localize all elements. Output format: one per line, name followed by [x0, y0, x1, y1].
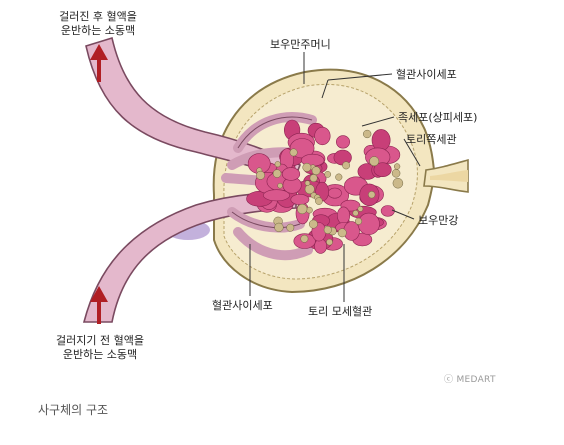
- capillary-blob: [262, 189, 290, 202]
- bowman-capsule-label: 보우만주머니: [270, 38, 331, 51]
- podocyte-cell: [297, 203, 308, 215]
- capillary-blob: [371, 129, 391, 152]
- podocyte-cell: [274, 161, 281, 168]
- capillary-blob: [290, 194, 310, 206]
- capillary-blob: [380, 205, 395, 217]
- leader-lines: [249, 52, 421, 302]
- podocyte-cell: [304, 180, 311, 186]
- copyright-credit: ⓒ MEDART: [444, 375, 496, 385]
- podocyte-cell: [354, 217, 363, 225]
- podocyte-cell: [335, 173, 343, 181]
- glomerular-capillary-label: 토리 모세혈관: [308, 305, 373, 318]
- podocyte-cell: [304, 184, 315, 195]
- podocyte-cell: [392, 177, 404, 189]
- podocyte-cell: [393, 163, 401, 170]
- podocyte-cell: [337, 228, 347, 238]
- podocyte-cell: [363, 129, 372, 139]
- podocyte-cell: [323, 225, 332, 234]
- capillary-blob: [357, 212, 380, 235]
- capillary-blob: [327, 187, 342, 199]
- podocyte-cell: [274, 222, 284, 233]
- podocyte-cell: [289, 148, 298, 157]
- mesangial-cell-label-top: 혈관사이세포: [396, 68, 457, 81]
- podocyte-cell: [315, 197, 323, 205]
- capillary-blob: [314, 126, 331, 146]
- podocyte-cell: [369, 156, 380, 167]
- podocyte-cell: [286, 223, 295, 232]
- podocyte-cell: [352, 210, 359, 217]
- podocyte-cell: [391, 169, 401, 178]
- capillary-blob: [336, 206, 350, 225]
- proximal-tubule-label: 토리쪽세관: [406, 133, 457, 146]
- podocyte-cell: [308, 219, 318, 229]
- capillary-blob: [281, 167, 301, 181]
- podocyte-cell: [324, 171, 332, 178]
- podocyte-cell: [309, 174, 318, 183]
- flow-arrow-out: [90, 44, 108, 82]
- podocyte-cell: [326, 238, 333, 246]
- mesangial-cell-label-bottom: 혈관사이세포: [212, 299, 273, 312]
- efferent-arteriole-label: 걸러진 후 혈액을 운반하는 소동맥: [59, 10, 137, 37]
- capillary-blob: [373, 162, 392, 177]
- capillary-blob: [335, 135, 350, 149]
- podocyte-cell: [311, 166, 321, 176]
- podocyte-cell: [300, 234, 309, 243]
- podocyte-cell: [277, 182, 283, 189]
- podocyte-cell: [302, 162, 312, 172]
- podocyte-cell: [342, 161, 351, 170]
- podocyte-label: 족세포(상피세포): [398, 111, 478, 124]
- podocyte-cell: [368, 191, 376, 199]
- flow-arrow-in: [90, 286, 108, 324]
- podocyte-cell: [272, 169, 282, 178]
- glomerular-capillary-tuft: [246, 119, 404, 254]
- figure-caption: 사구체의 구조: [38, 403, 109, 417]
- proximal-tubule: [423, 158, 469, 193]
- podocyte-cell: [256, 170, 265, 180]
- podocyte-cell: [357, 206, 364, 212]
- afferent-arteriole-label: 걸러지기 전 혈액을 운반하는 소동맥: [56, 334, 144, 361]
- bowman-space-label: 보우만강: [418, 214, 459, 227]
